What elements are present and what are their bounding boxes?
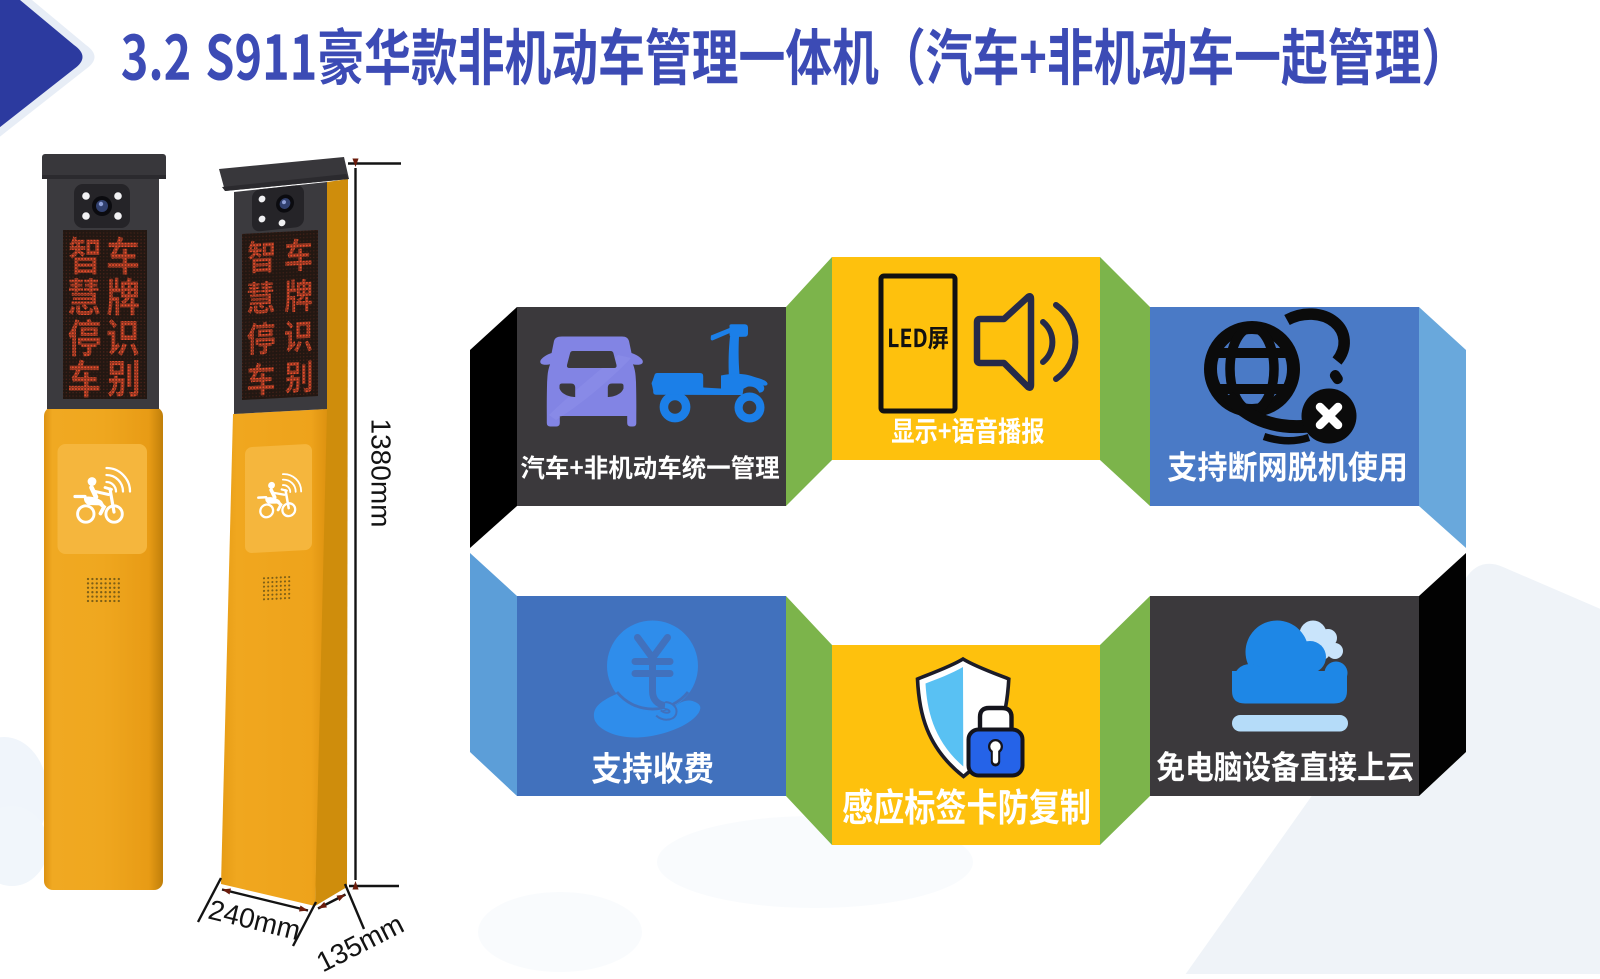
svg-text:1380mm: 1380mm: [366, 419, 397, 528]
